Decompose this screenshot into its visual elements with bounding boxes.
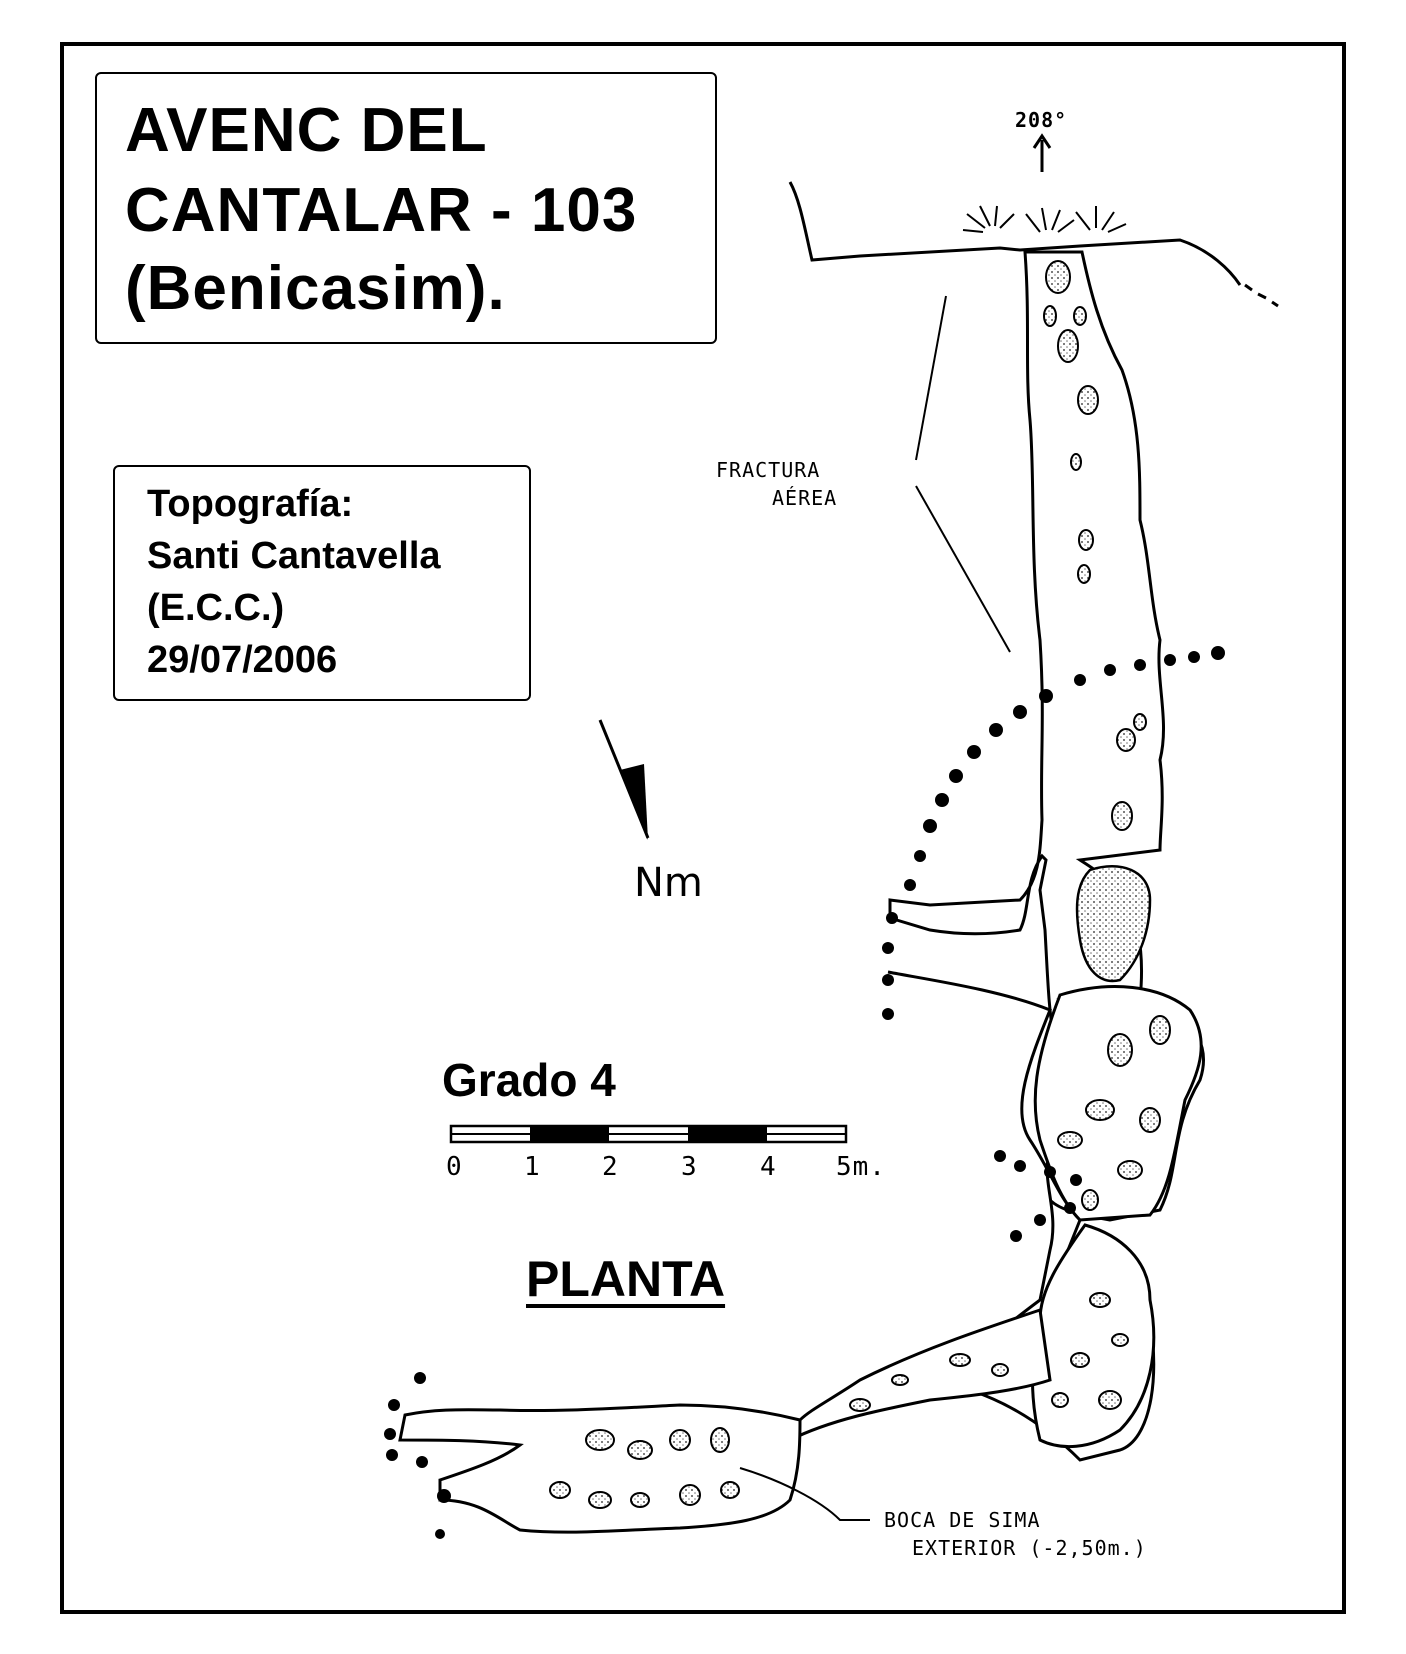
cave-chamber-lower <box>398 1403 802 1534</box>
fracture-label-line1: FRACTURA <box>716 458 821 482</box>
map-frame <box>60 42 1346 1614</box>
scale-bar <box>449 1124 848 1144</box>
title-line-1: AVENC DEL <box>125 96 488 165</box>
title-line-3: (Benicasim). <box>125 254 506 323</box>
entrance-label-line2: EXTERIOR (-2,50m.) <box>912 1536 1147 1560</box>
scale-label-4: 4 <box>760 1152 777 1182</box>
scale-label-1: 1 <box>524 1152 541 1182</box>
scale-label-5: 5m. <box>836 1152 886 1182</box>
bearing-label: 208° <box>1015 108 1068 132</box>
credits-box: Topografía: Santi Cantavella (E.C.C.) 29… <box>113 465 531 701</box>
credits-club: (E.C.C.) <box>147 587 285 629</box>
dotted-outline <box>384 646 1225 1539</box>
scale-label-0: 0 <box>446 1152 463 1182</box>
scale-label-3: 3 <box>681 1152 698 1182</box>
entrance-label-line1: BOCA DE SIMA <box>884 1508 1041 1532</box>
title-box: AVENC DEL CANTALAR - 103 (Benicasim). <box>95 72 717 344</box>
north-arrow-icon <box>598 719 650 840</box>
rock-blocks <box>549 260 1171 1509</box>
vegetation-icon <box>962 205 1127 233</box>
title-line-2: CANTALAR - 103 <box>125 176 638 245</box>
scale-label-2: 2 <box>602 1152 619 1182</box>
stippled-block <box>1075 865 1152 983</box>
credits-author: Santi Cantavella <box>147 535 441 577</box>
surface-line <box>788 181 1242 286</box>
north-label: Nm <box>634 860 703 906</box>
view-label: PLANTA <box>526 1251 726 1307</box>
grade-label: Grado 4 <box>442 1054 616 1106</box>
credits-heading: Topografía: <box>147 483 354 525</box>
credits-date: 29/07/2006 <box>147 639 338 681</box>
fracture-label-line2: AÉREA <box>772 486 838 510</box>
cave-gallery-lower <box>786 1308 1052 1444</box>
